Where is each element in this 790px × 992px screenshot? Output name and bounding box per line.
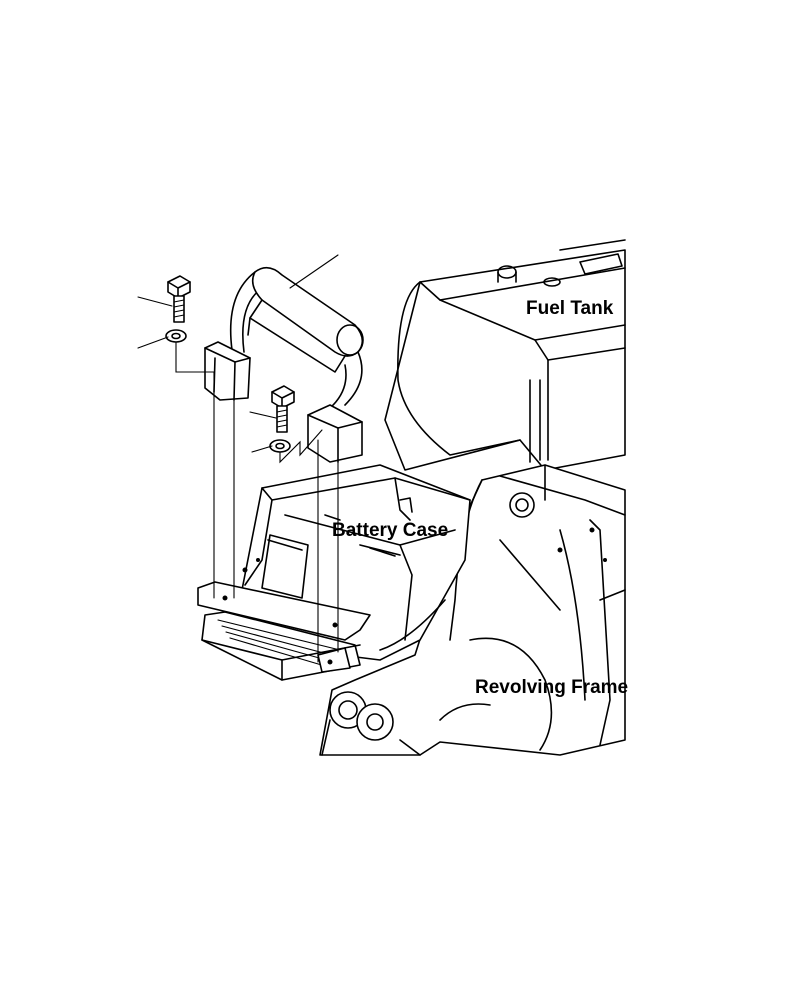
fuel-tank <box>384 239 626 471</box>
label-fuel-tank: Fuel Tank <box>526 298 614 319</box>
washer-lower <box>269 439 291 453</box>
revolving-frame <box>319 464 626 756</box>
leader-lines <box>137 254 339 453</box>
handrail <box>204 266 364 463</box>
label-revolving-frame: Revolving Frame <box>475 677 628 698</box>
bolt-lower <box>271 385 295 433</box>
bolt-upper <box>167 275 191 323</box>
alignment-lines <box>175 341 339 663</box>
washer-upper <box>165 329 187 343</box>
label-battery-case: Battery Case <box>332 520 448 541</box>
step-plate <box>197 581 371 681</box>
